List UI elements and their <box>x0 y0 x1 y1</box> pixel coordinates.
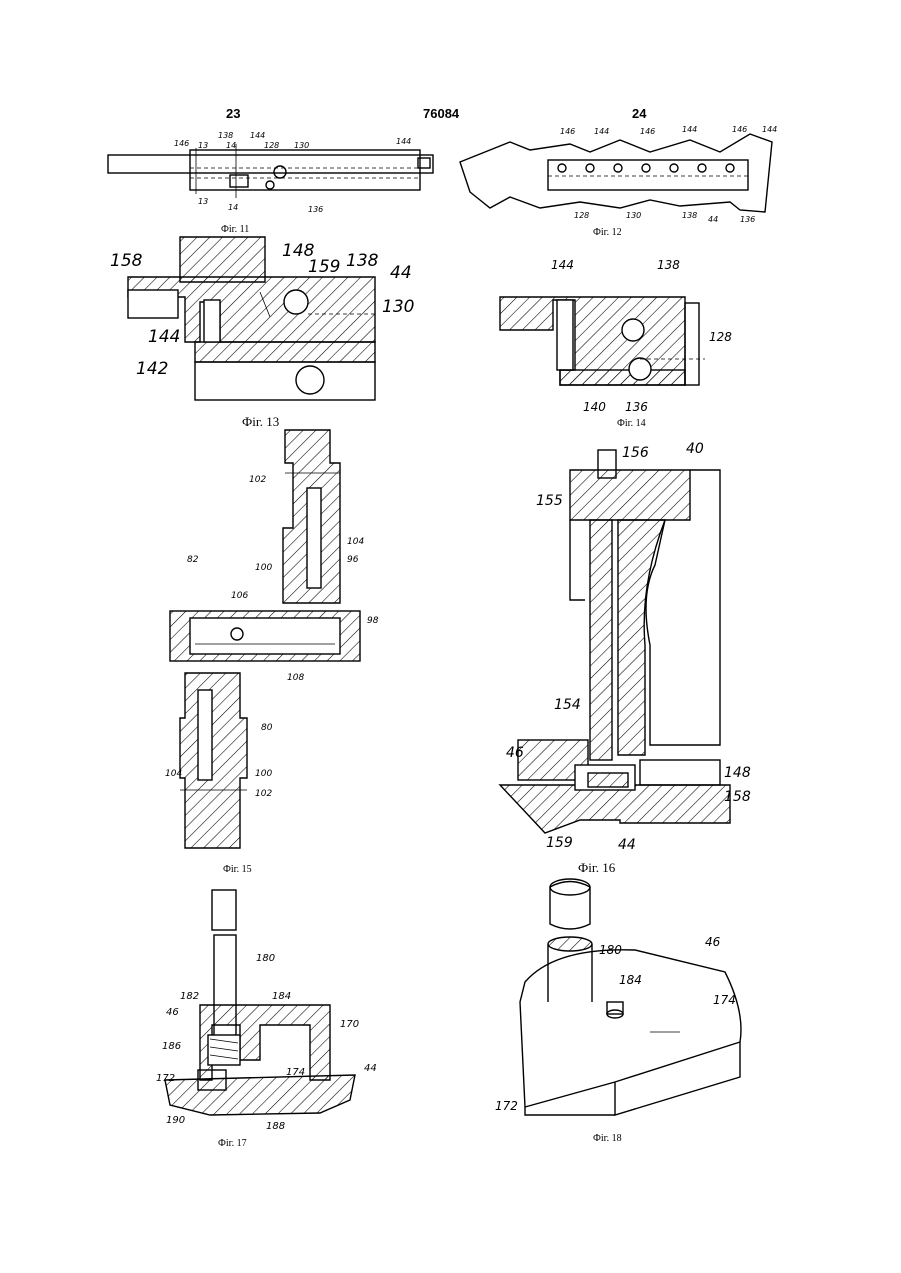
figure-14-drawing: 144 138 128 140 136 <box>495 255 745 415</box>
fig12-label: 144 <box>594 127 609 136</box>
fig15-label: 80 <box>261 723 273 733</box>
fig16-label: 154 <box>554 697 581 713</box>
fig11-label: 13 <box>198 197 208 206</box>
fig12-label: 138 <box>682 211 697 220</box>
fig16-label: 40 <box>686 441 704 457</box>
fig13-label: 130 <box>382 297 414 317</box>
fig14-label: 140 <box>583 400 606 414</box>
fig12-label: 146 <box>560 127 575 136</box>
fig12-label: 146 <box>732 125 747 134</box>
fig14-label: 136 <box>625 400 648 414</box>
fig13-label: 44 <box>390 263 412 283</box>
fig18-label: 46 <box>705 935 721 949</box>
fig17-label: 182 <box>180 991 199 1002</box>
fig15-label: 108 <box>287 673 304 683</box>
fig15-label: 100 <box>255 563 272 573</box>
fig15-label: 102 <box>255 789 272 799</box>
fig15-label: 104 <box>347 537 364 547</box>
figure-15-caption: Фіг. 15 <box>223 864 252 875</box>
figure-11-drawing: 146 13 138 144 14 128 130 144 13 14 136 <box>100 130 440 220</box>
fig14-label: 144 <box>551 258 574 272</box>
fig11-label: 144 <box>250 131 265 140</box>
fig15-label: 102 <box>249 475 266 485</box>
figure-12-caption: Фіг. 12 <box>593 227 622 238</box>
fig11-label: 146 <box>174 139 189 148</box>
figure-13-drawing: 158 148 159 138 44 130 144 142 <box>100 232 420 412</box>
page-number-right: 24 <box>632 106 646 121</box>
fig18-label: 172 <box>495 1099 518 1113</box>
fig11-label: 14 <box>228 203 238 212</box>
fig14-label: 138 <box>657 258 680 272</box>
fig16-label: 159 <box>546 835 573 851</box>
fig11-label: 130 <box>294 141 309 150</box>
page-number-left: 23 <box>226 106 240 121</box>
fig16-label: 155 <box>536 493 563 509</box>
figure-14-caption: Фіг. 14 <box>617 418 646 429</box>
fig17-label: 174 <box>286 1067 305 1078</box>
fig11-label: 14 <box>226 141 236 150</box>
fig17-label: 44 <box>364 1063 377 1074</box>
fig12-label: 128 <box>574 211 589 220</box>
figure-17-drawing: 180 182 184 46 170 186 174 172 44 190 18… <box>150 885 390 1135</box>
fig15-label: 96 <box>347 555 359 565</box>
figure-18-drawing: 180 46 184 174 172 <box>495 872 765 1122</box>
fig11-label: 136 <box>308 205 323 214</box>
patent-number: 76084 <box>423 106 459 121</box>
fig11-label: 138 <box>218 131 233 140</box>
fig17-label: 190 <box>166 1115 185 1126</box>
fig17-label: 184 <box>272 991 291 1002</box>
fig11-label: 13 <box>198 141 208 150</box>
fig18-label: 180 <box>599 943 622 957</box>
fig16-label: 148 <box>724 765 751 781</box>
fig13-label: 138 <box>346 251 379 271</box>
fig16-label: 158 <box>724 789 751 805</box>
fig11-label: 128 <box>264 141 279 150</box>
fig12-label: 130 <box>626 211 641 220</box>
fig17-label: 188 <box>266 1121 285 1132</box>
fig17-label: 186 <box>162 1041 181 1052</box>
fig15-label: 98 <box>367 616 379 626</box>
fig13-label: 142 <box>136 359 168 379</box>
fig15-label: 100 <box>255 769 272 779</box>
fig16-label: 156 <box>622 445 649 461</box>
fig14-label: 128 <box>709 330 732 344</box>
fig18-label: 184 <box>619 973 642 987</box>
figure-16-drawing: 156 40 155 154 46 148 158 159 44 <box>490 435 780 855</box>
fig17-label: 46 <box>166 1007 179 1018</box>
fig17-label: 170 <box>340 1019 359 1030</box>
fig18-label: 174 <box>713 993 736 1007</box>
fig16-label: 46 <box>506 745 524 761</box>
fig12-label: 136 <box>740 215 755 224</box>
fig15-label: 106 <box>231 591 248 601</box>
fig16-label: 44 <box>618 837 636 853</box>
fig12-label: 144 <box>682 125 697 134</box>
fig13-label: 144 <box>148 327 180 347</box>
fig15-label: 82 <box>187 555 199 565</box>
figure-15-drawing: 102 82 100 104 96 106 98 108 80 104 100 … <box>165 428 395 858</box>
fig15-label: 104 <box>165 769 182 779</box>
fig12-label: 44 <box>708 215 718 224</box>
figure-17-caption: Фіг. 17 <box>218 1138 247 1149</box>
fig17-label: 172 <box>156 1073 175 1084</box>
fig17-label: 180 <box>256 953 275 964</box>
figure-18-caption: Фіг. 18 <box>593 1133 622 1144</box>
fig11-label: 144 <box>396 137 411 146</box>
figure-12-drawing: 146 144 146 144 146 144 128 130 138 44 1… <box>450 122 790 222</box>
fig13-label: 158 <box>110 251 143 271</box>
fig13-label: 159 <box>308 257 340 277</box>
fig12-label: 144 <box>762 125 777 134</box>
fig12-label: 146 <box>640 127 655 136</box>
